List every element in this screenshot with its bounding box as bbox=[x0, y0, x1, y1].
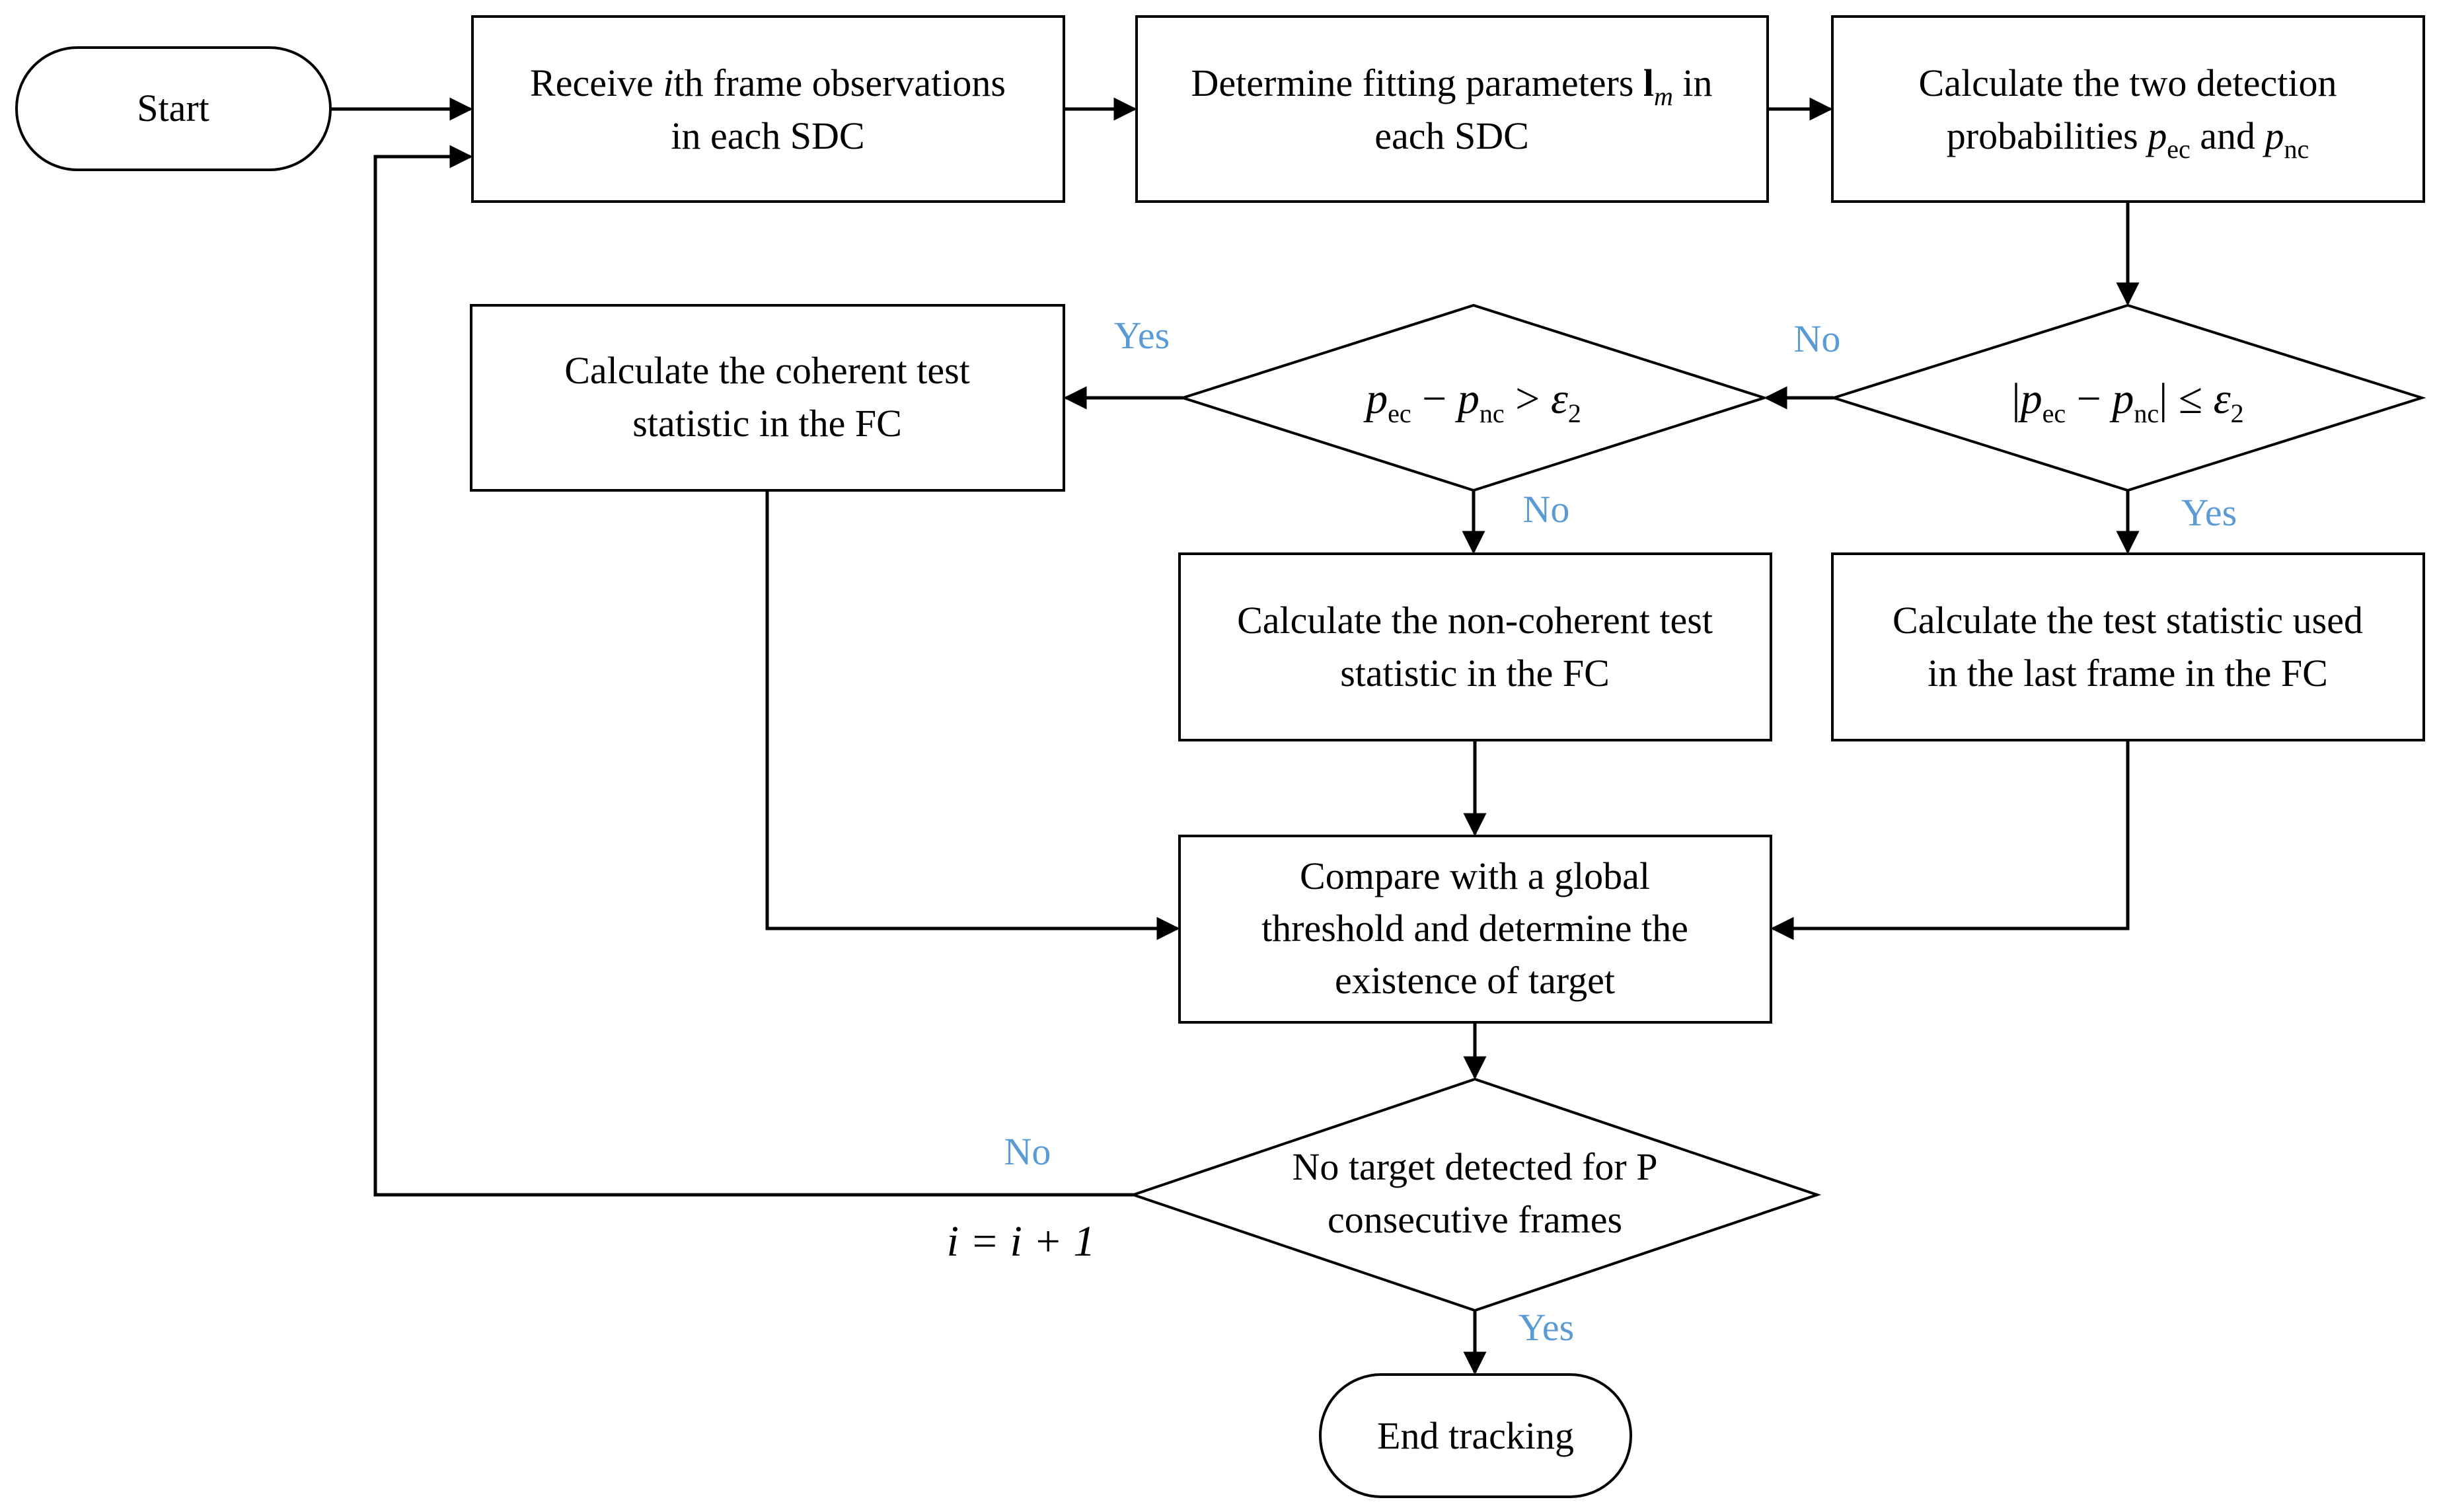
compare-line2: threshold and determine the bbox=[1261, 907, 1688, 950]
decision-coherent-formula: pec − pnc > ε2 bbox=[1363, 375, 1581, 428]
receive-box bbox=[471, 15, 1065, 203]
receive-line1: Receive ith frame observations bbox=[530, 61, 1006, 104]
probabilities-line2: probabilities pec and pnc bbox=[1947, 114, 2309, 164]
probabilities-line1: Calculate the two detection bbox=[1919, 61, 2337, 104]
coherent-line2: statistic in the FC bbox=[632, 402, 902, 445]
arrow-coherent-to-compare bbox=[765, 490, 1180, 940]
coherent-box bbox=[470, 304, 1065, 492]
start-label: Start bbox=[137, 87, 209, 130]
decision-threshold-check bbox=[1829, 303, 2426, 492]
fitting-line2: each SDC bbox=[1374, 114, 1529, 157]
label-no-loop: No bbox=[1004, 1130, 1051, 1173]
label-no-decision1: No bbox=[1523, 488, 1570, 531]
coherent-line1: Calculate the coherent test bbox=[564, 349, 970, 392]
end-label: End tracking bbox=[1377, 1414, 1574, 1457]
noncoherent-line2: statistic in the FC bbox=[1340, 652, 1610, 695]
last-frame-line2: in the last frame in the FC bbox=[1928, 652, 2328, 695]
compare-line3: existence of target bbox=[1335, 959, 1615, 1002]
consecutive-line2: consecutive frames bbox=[1328, 1198, 1622, 1241]
last-frame-box bbox=[1831, 552, 2425, 741]
label-yes-decision2: Yes bbox=[2181, 491, 2237, 534]
label-increment: i = i + 1 bbox=[947, 1217, 1096, 1266]
fitting-line1: Determine fitting parameters lm in bbox=[1191, 61, 1712, 111]
noncoherent-line1: Calculate the non-coherent test bbox=[1237, 599, 1713, 642]
noncoherent-box bbox=[1178, 552, 1772, 741]
probabilities-box bbox=[1831, 15, 2425, 203]
last-frame-line1: Calculate the test statistic used bbox=[1893, 599, 2363, 642]
receive-line2: in each SDC bbox=[671, 114, 864, 157]
arrow-loop-back bbox=[373, 145, 1133, 1197]
arrow-last-frame-to-compare bbox=[1770, 740, 2130, 940]
compare-box bbox=[1178, 835, 1772, 1024]
consecutive-line1: No target detected for P bbox=[1293, 1145, 1658, 1188]
decision-threshold-formula: |pec − pnc| ≤ ε2 bbox=[2011, 375, 2243, 428]
label-yes-coherent: Yes bbox=[1114, 314, 1170, 357]
decision-consecutive-frames bbox=[1129, 1077, 1822, 1312]
label-no-decision2: No bbox=[1794, 317, 1841, 360]
fitting-box bbox=[1135, 15, 1769, 203]
compare-line1: Compare with a global bbox=[1300, 854, 1650, 897]
label-yes-end: Yes bbox=[1518, 1306, 1574, 1349]
